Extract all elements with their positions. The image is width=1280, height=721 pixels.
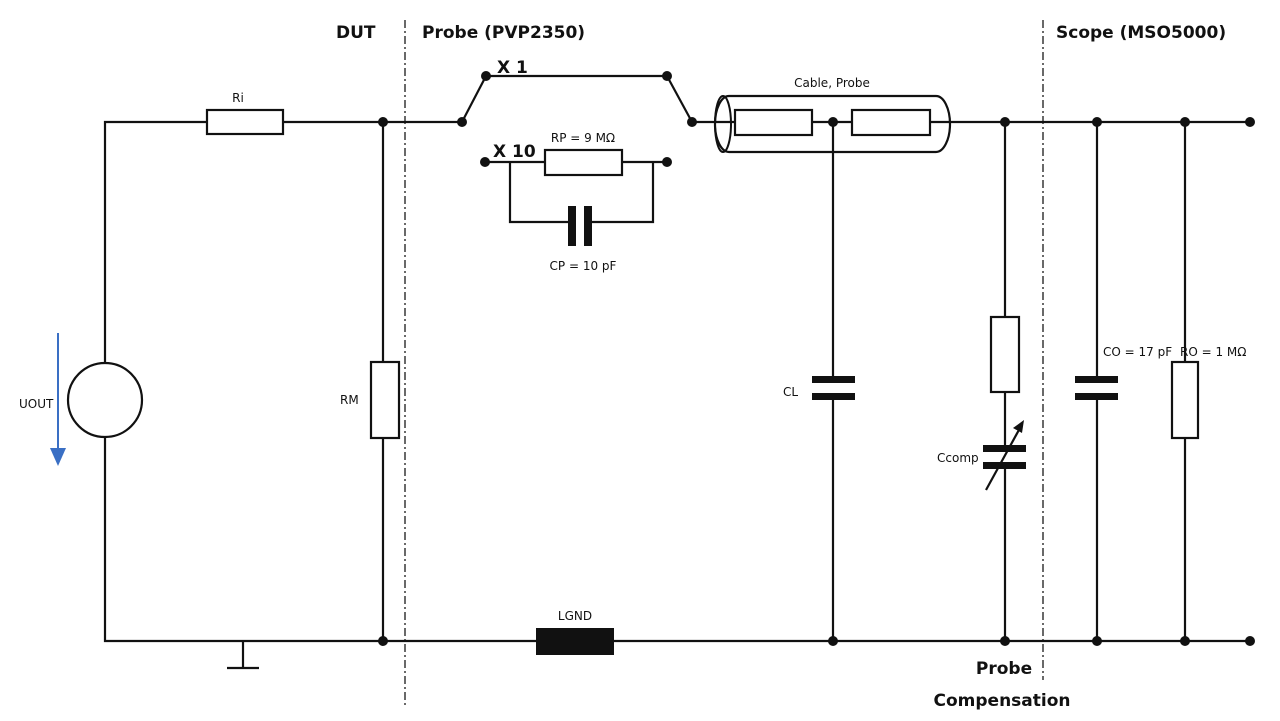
resistor-ri — [205, 108, 285, 136]
label-x1: X 1 — [497, 58, 528, 78]
resistor-rp — [543, 148, 624, 177]
label-cl: CL — [783, 385, 798, 399]
capacitor-cl — [812, 376, 855, 400]
section-label-dut: DUT — [336, 23, 376, 43]
label-x10: X 10 — [493, 142, 536, 162]
label-cable: Cable, Probe — [794, 76, 870, 90]
label-rm: RM — [340, 393, 359, 407]
resistor-ro — [1170, 360, 1200, 440]
section-label-scope: Scope (MSO5000) — [1056, 23, 1226, 43]
voltage-arrow-icon — [50, 333, 66, 466]
capacitor-cp — [568, 206, 576, 246]
voltage-source — [66, 361, 144, 439]
variable-capacitor-ccomp — [983, 420, 1026, 491]
label-uout: UOUT — [19, 397, 54, 411]
resistor-rm — [369, 360, 401, 440]
label-ccomp: Ccomp — [937, 451, 979, 465]
ground-symbol — [227, 641, 259, 670]
label-lgnd: LGND — [558, 609, 592, 623]
compensation-label-line1: Probe — [976, 659, 1032, 679]
attenuation-switch — [461, 74, 693, 246]
compensation-label-line2: Compensation — [934, 691, 1071, 711]
capacitor-co — [1075, 376, 1118, 400]
probe-cable — [713, 94, 952, 154]
resistor-compensation — [989, 315, 1021, 394]
label-co: CO = 17 pF — [1103, 345, 1172, 359]
inductor-lgnd — [536, 628, 614, 655]
label-ri: Ri — [232, 91, 244, 105]
label-rp: RP = 9 MΩ — [551, 131, 615, 145]
label-ro: RO = 1 MΩ — [1180, 345, 1246, 359]
junction-nodes — [378, 71, 1255, 646]
section-label-probe: Probe (PVP2350) — [422, 23, 585, 43]
label-cp: CP = 10 pF — [550, 259, 617, 273]
